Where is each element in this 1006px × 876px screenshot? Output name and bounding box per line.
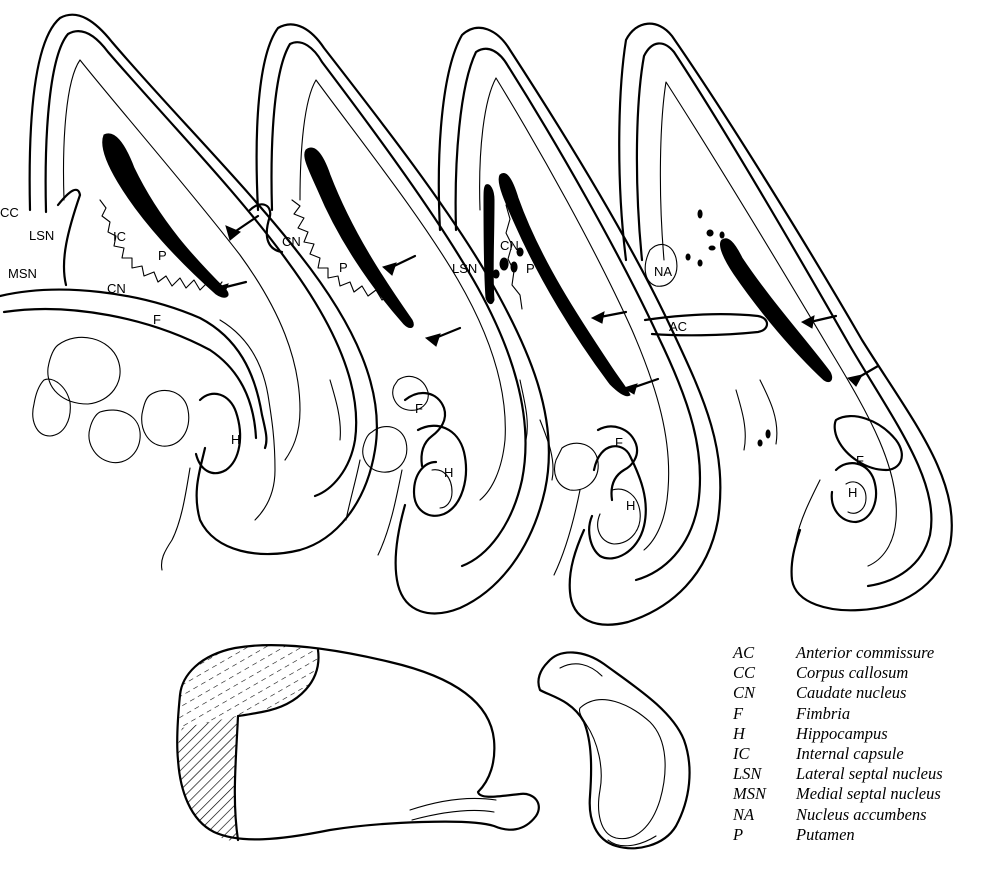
legend-name: Corpus callosum bbox=[796, 663, 908, 683]
legend-row: AC Anterior commissure bbox=[733, 643, 1006, 663]
label-cn-3: CN bbox=[500, 238, 519, 253]
legend-abbr: F bbox=[733, 704, 796, 724]
section-4: NA AC F H bbox=[619, 24, 952, 611]
legend-name: Putamen bbox=[796, 825, 855, 845]
legend-name: Hippocampus bbox=[796, 724, 888, 744]
lateral-brain-view bbox=[177, 644, 539, 840]
label-ic: IC bbox=[113, 229, 126, 244]
section-1-ventricle-wall bbox=[58, 190, 80, 285]
label-lsn-3: LSN bbox=[452, 261, 477, 276]
label-p-3: P bbox=[526, 261, 535, 276]
lateral-view-olfactory bbox=[410, 798, 496, 820]
legend-row: MSN Medial septal nucleus bbox=[733, 784, 1006, 804]
section-3-roots bbox=[520, 380, 580, 575]
label-h-4: H bbox=[848, 485, 857, 500]
label-cn: CN bbox=[107, 281, 126, 296]
label-f-2: F bbox=[415, 401, 423, 416]
label-p-2: P bbox=[339, 260, 348, 275]
legend-row: IC Internal capsule bbox=[733, 744, 1006, 764]
legend-name: Medial septal nucleus bbox=[796, 784, 941, 804]
legend-abbr: CN bbox=[733, 683, 796, 703]
legend-abbr: CC bbox=[733, 663, 796, 683]
legend-row: P Putamen bbox=[733, 825, 1006, 845]
legend-abbr: H bbox=[733, 724, 796, 744]
label-cn-2: CN bbox=[282, 234, 301, 249]
section-2-arrow-1 bbox=[383, 263, 396, 275]
legend-abbr: LSN bbox=[733, 764, 796, 784]
legend-row: CN Caudate nucleus bbox=[733, 683, 1006, 703]
section-3-lateral-strip bbox=[484, 185, 494, 304]
label-h-2: H bbox=[444, 465, 453, 480]
section-4-roots bbox=[736, 380, 820, 540]
label-h-3: H bbox=[626, 498, 635, 513]
cross-view-outline bbox=[538, 652, 689, 848]
section-2-cortex-inner bbox=[300, 80, 505, 500]
legend-name: Lateral septal nucleus bbox=[796, 764, 943, 784]
section-2-roots bbox=[330, 380, 402, 555]
legend-name: Anterior commissure bbox=[796, 643, 934, 663]
legend-row: F Fimbria bbox=[733, 704, 1006, 724]
section-3-thalamus-outline bbox=[555, 443, 599, 490]
label-f-4: F bbox=[856, 453, 864, 468]
legend-row: CC Corpus callosum bbox=[733, 663, 1006, 683]
legend-name: Internal capsule bbox=[796, 744, 904, 764]
label-cc: CC bbox=[0, 205, 19, 220]
section-1-cortex-inner bbox=[220, 320, 275, 520]
legend-name: Caudate nucleus bbox=[796, 683, 906, 703]
label-h: H bbox=[231, 432, 240, 447]
lateral-view-hatched-area bbox=[178, 716, 238, 841]
section-1-outline bbox=[30, 15, 377, 554]
legend-abbr: P bbox=[733, 825, 796, 845]
label-na: NA bbox=[654, 264, 672, 279]
section-1-fimbria bbox=[4, 309, 256, 438]
legend-row: NA Nucleus accumbens bbox=[733, 805, 1006, 825]
legend-name: Fimbria bbox=[796, 704, 850, 724]
label-p: P bbox=[158, 248, 167, 263]
legend-abbr: NA bbox=[733, 805, 796, 825]
legend-abbr: MSN bbox=[733, 784, 796, 804]
section-2: CN P F H bbox=[250, 24, 549, 613]
legend-row: LSN Lateral septal nucleus bbox=[733, 764, 1006, 784]
section-4-fimbria bbox=[835, 416, 902, 470]
legend-abbr: AC bbox=[733, 643, 796, 663]
label-f-3: F bbox=[615, 435, 623, 450]
section-1-corpus-callosum bbox=[0, 290, 266, 448]
legend-name: Nucleus accumbens bbox=[796, 805, 927, 825]
label-f: F bbox=[153, 312, 161, 327]
label-ac: AC bbox=[669, 319, 687, 334]
label-msn: MSN bbox=[8, 266, 37, 281]
label-lsn: LSN bbox=[29, 228, 54, 243]
section-1-thalamus-outline bbox=[33, 337, 189, 462]
cross-section-view bbox=[538, 652, 689, 848]
section-1-root bbox=[161, 468, 190, 570]
legend: AC Anterior commissure CC Corpus callosu… bbox=[733, 643, 1006, 845]
legend-abbr: IC bbox=[733, 744, 796, 764]
section-1: CC LSN MSN IC P CN F H bbox=[0, 15, 377, 570]
section-4-anterior-commissure bbox=[645, 314, 767, 335]
legend-row: H Hippocampus bbox=[733, 724, 1006, 744]
